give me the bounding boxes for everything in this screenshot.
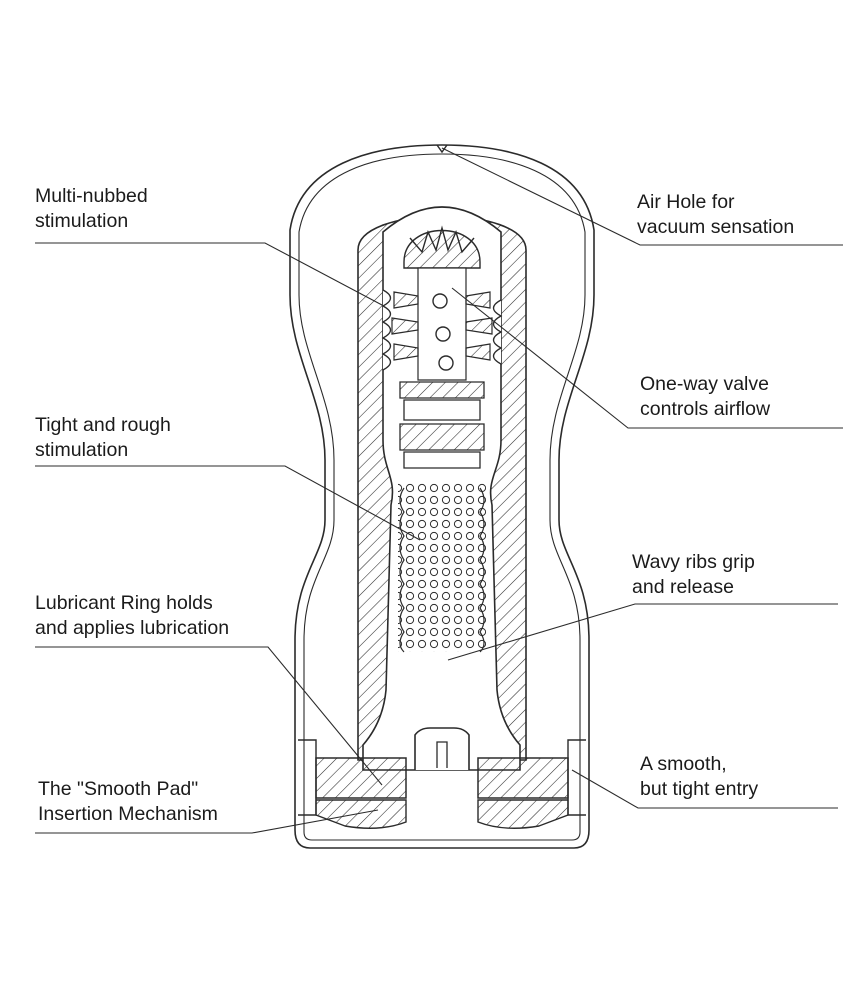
callout-line: A smooth,: [640, 753, 727, 775]
leader-smooth-entry: [571, 769, 838, 809]
leader-lubricant-ring: [35, 646, 383, 786]
callout-line: One-way valve: [640, 373, 769, 395]
base-flange-left: [298, 739, 317, 816]
callout-multi-nubbed: Multi-nubbed stimulation: [35, 184, 148, 234]
air-hole-icon: [436, 144, 448, 154]
callout-line: Insertion Mechanism: [38, 803, 218, 825]
callout-tight-rough: Tight and rough stimulation: [35, 413, 171, 463]
callout-line: Tight and rough: [35, 414, 171, 436]
valve-cap: [403, 229, 481, 269]
valve-fins-right: [465, 291, 493, 361]
valve-chamber: [417, 267, 467, 381]
callout-lubricant-ring: Lubricant Ring holds and applies lubrica…: [35, 591, 229, 641]
valve-teeth: [409, 225, 475, 254]
leader-multi-nubbed: [35, 242, 383, 306]
base-flange-right: [567, 739, 586, 816]
callout-line: and release: [632, 576, 734, 598]
callout-line: vacuum sensation: [637, 216, 795, 238]
ring-band: [403, 451, 481, 469]
callout-line: and applies lubrication: [35, 617, 230, 639]
lubricant-ring-right: [477, 757, 569, 799]
wavy-rib-right: [479, 487, 485, 653]
ring-band: [399, 381, 485, 399]
callout-line: stimulation: [35, 439, 129, 461]
callout-line: Multi-nubbed: [35, 185, 148, 207]
leader-smooth-pad: [35, 809, 379, 834]
ring-band: [399, 423, 485, 451]
right-wall-nubs: [492, 299, 503, 365]
wavy-rib-left: [399, 487, 405, 653]
callout-wavy-ribs: Wavy ribs grip and release: [632, 550, 755, 600]
outer-shell: [289, 144, 595, 849]
callout-one-way-valve: One-way valve controls airflow: [640, 372, 770, 422]
callout-smooth-pad: The "Smooth Pad" Insertion Mechanism: [38, 777, 218, 827]
valve-hole: [435, 326, 451, 342]
callout-line: controls airflow: [640, 398, 771, 420]
leader-one-way-valve: [451, 287, 843, 429]
ring-band: [403, 399, 481, 421]
leader-lines: [35, 147, 843, 834]
entry-slot: [436, 741, 448, 768]
entry-channel: [414, 727, 470, 770]
valve-fins-left: [391, 291, 419, 361]
nub-field: [398, 482, 486, 652]
callout-line: Air Hole for: [637, 191, 735, 213]
leader-air-hole: [441, 147, 843, 246]
inner-shell: [298, 153, 586, 841]
callout-line: Lubricant Ring holds: [35, 592, 213, 614]
left-wall-nubs: [381, 289, 392, 371]
valve-hole: [432, 293, 448, 309]
smooth-pad-left: [315, 799, 407, 829]
valve-hole: [438, 355, 454, 371]
leader-wavy-ribs: [447, 603, 838, 661]
callout-line: The "Smooth Pad": [38, 778, 199, 800]
callout-air-hole: Air Hole for vacuum sensation: [637, 190, 794, 240]
callout-line: stimulation: [35, 210, 129, 232]
callout-line: Wavy ribs grip: [632, 551, 755, 573]
lubricant-ring-left: [315, 757, 407, 799]
callout-smooth-entry: A smooth, but tight entry: [640, 752, 758, 802]
smooth-pad-right: [477, 799, 569, 829]
leader-tight-rough: [35, 465, 421, 541]
callout-line: but tight entry: [640, 778, 759, 800]
